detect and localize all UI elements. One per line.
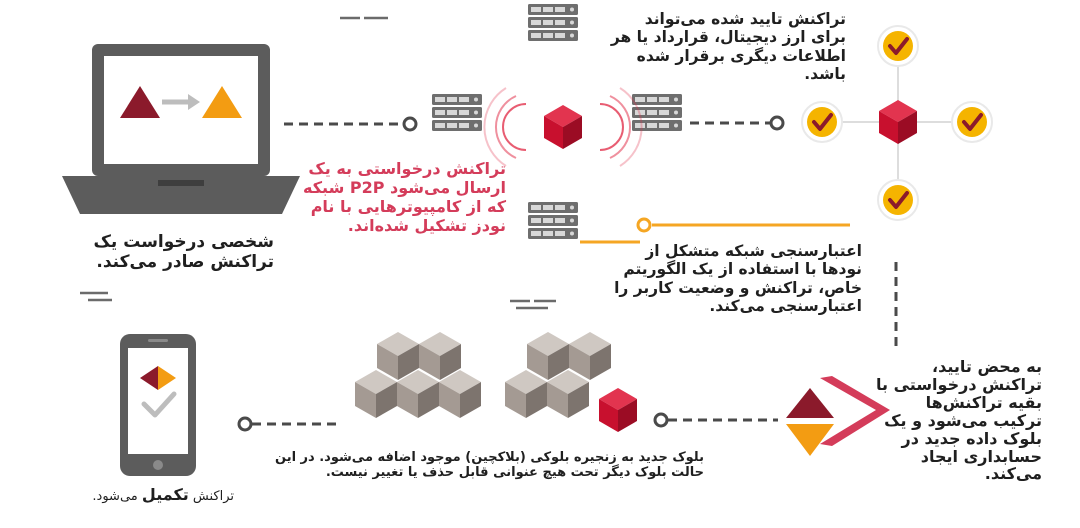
step-p2p-line: ارسال می‌شود P2P شبکه <box>303 177 506 197</box>
server-icon <box>528 202 578 239</box>
laptop-icon <box>62 44 300 214</box>
step-validation-text: اعتبارسنجی شبکه متشکل از نودها با استفاد… <box>614 242 862 315</box>
connector-complete <box>237 416 342 432</box>
step-validation-line: خاص، تراکنش و وضعیت کاربر را <box>614 278 862 297</box>
step-request-text: شخصی درخواست یک تراکنش صادر می‌کند. <box>74 232 274 272</box>
step-request-line: شخصی درخواست یک <box>93 232 274 252</box>
step-combine-line: بلوک داده جدید در <box>901 428 1042 448</box>
check-badge-icon <box>876 24 920 68</box>
step-complete-prefix: تراکنش <box>192 489 234 504</box>
step-request-line: تراکنش صادر می‌کند. <box>96 252 274 273</box>
step-combine-text: به محض تایید، تراکنش درخواستی با بقیه تر… <box>872 358 1042 483</box>
step-verified-line: اطلاعات دیگری برقرار شده <box>636 46 846 65</box>
step-p2p-line: تراکنش درخواستی به یک <box>308 159 506 178</box>
step-verified-text: تراکنش تایید شده می‌تواند برای ارز دیجیت… <box>610 10 846 83</box>
step-complete-emphasis: تکمیل <box>141 485 189 504</box>
check-badge-icon <box>950 100 994 144</box>
check-badge-icon <box>800 100 844 144</box>
phone-icon <box>120 334 196 476</box>
step-p2p-text: تراکنش درخواستی به یک ارسال می‌شود P2P ش… <box>292 159 506 236</box>
step-verified-line: باشد. <box>804 64 846 83</box>
step-validation-line: اعتبارسنجی شبکه متشکل از <box>645 242 862 260</box>
step-combine-line: ترکیب می‌شود و یک <box>884 410 1042 430</box>
step-combine-line: بقیه تراکنش‌ها <box>925 392 1042 412</box>
step-verified-line: تراکنش تایید شده می‌تواند <box>644 10 846 28</box>
server-icon <box>432 94 482 131</box>
step-combine-line: می‌کند. <box>984 464 1042 484</box>
verified-cluster <box>800 24 994 222</box>
step-chain-line: بلوک جدید به زنجیره بلوکی (بلاکچین) موجو… <box>275 450 704 465</box>
step-verified-line: برای ارز دیجیتال، قرارداد یا هر <box>610 28 846 47</box>
step-validation-line: نودها با استفاده از یک الگوریتم <box>623 260 862 279</box>
step-complete-suffix: می‌شود. <box>92 489 138 504</box>
step-complete-text: تراکنش تکمیل می‌شود. <box>54 485 234 505</box>
red-cube-icon <box>599 388 637 432</box>
step-combine-line: به محض تایید، <box>932 357 1042 376</box>
decor-dashes <box>80 16 556 310</box>
chevron-logo-icon <box>786 376 890 456</box>
step-combine-line: حسابداری ایجاد <box>920 446 1042 466</box>
connector-combine <box>653 412 778 428</box>
connector-validation <box>580 217 850 244</box>
blockchain-cubes-icon <box>355 332 637 432</box>
signal-waves-icon <box>483 87 643 167</box>
step-chain-line: حالت بلوک دیگر تحت هیچ عنوانی قابل حذف ی… <box>325 465 704 481</box>
connector-verified <box>690 115 785 131</box>
red-cube-icon <box>544 105 582 149</box>
red-cube-icon <box>879 100 917 144</box>
step-p2p-line: که از کامپیوترهایی با نام <box>310 196 506 216</box>
check-badge-icon <box>876 178 920 222</box>
server-icon <box>528 4 578 41</box>
step-combine-line: تراکنش درخواستی با <box>876 374 1042 394</box>
step-p2p-line: نودز تشکیل شده‌اند. <box>347 215 506 235</box>
step-validation-line: اعتبارسنجی می‌کند. <box>709 296 862 315</box>
connector-request <box>284 116 418 132</box>
step-chain-text: بلوک جدید به زنجیره بلوکی (بلاکچین) موجو… <box>268 450 704 481</box>
